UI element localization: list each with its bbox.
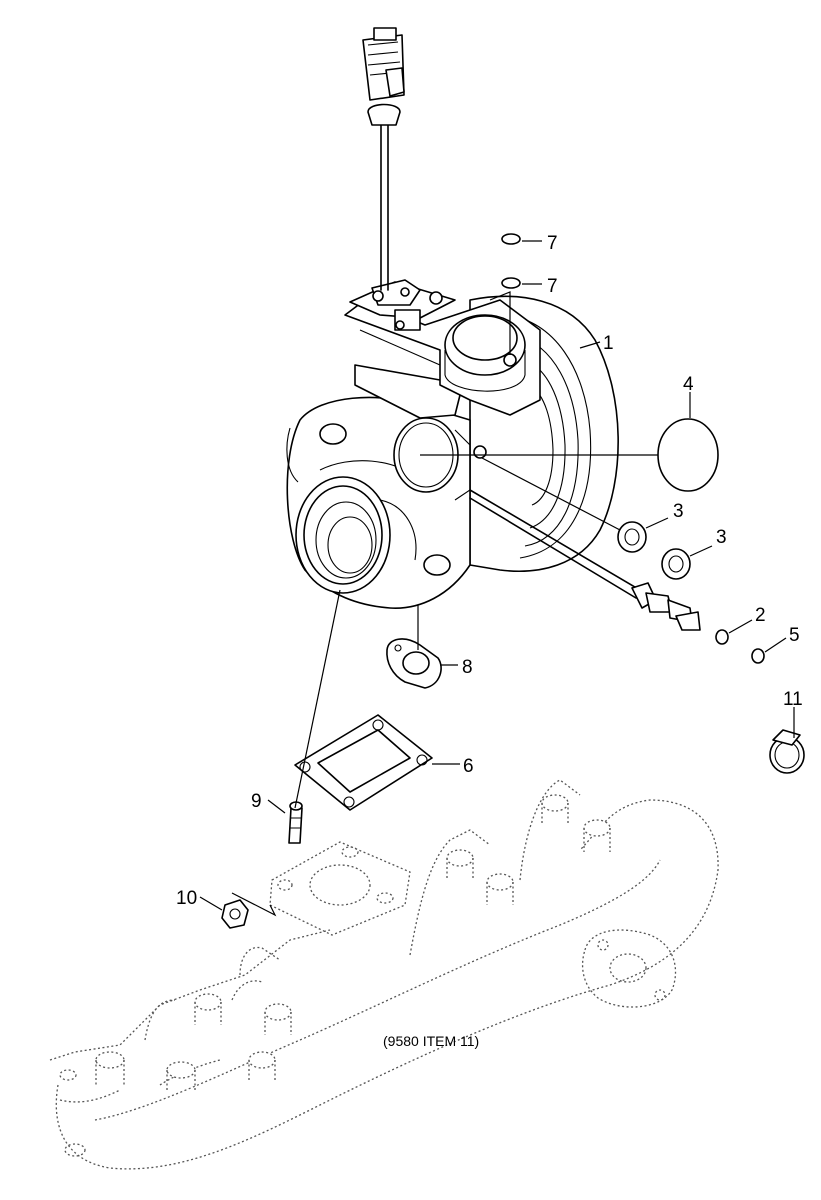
- o-ring-2: [715, 629, 729, 645]
- nut-10: [221, 899, 249, 929]
- o-ring-7-upper: [501, 233, 521, 245]
- callout-2: 2: [755, 605, 766, 626]
- callout-4: 4: [683, 374, 694, 395]
- o-ring-5: [751, 648, 765, 664]
- callout-1: 1: [603, 333, 614, 354]
- gasket-4: [657, 418, 719, 492]
- callout-10: 10: [176, 888, 197, 909]
- hose-clamp-11: [769, 729, 805, 774]
- stud-9: [288, 801, 303, 844]
- callout-7-lower: 7: [547, 276, 558, 297]
- oil-line-assembly: [469, 489, 701, 631]
- manifold-note: (9580 ITEM 11): [383, 1033, 479, 1049]
- callout-9: 9: [251, 791, 262, 812]
- turbocharger-assembly: [286, 279, 619, 609]
- callout-3-right: 3: [716, 527, 727, 548]
- callout-5: 5: [789, 625, 800, 646]
- o-ring-7-lower: [501, 277, 521, 289]
- callout-6: 6: [463, 756, 474, 777]
- washer-3-right: [661, 548, 691, 580]
- gasket-6: [294, 714, 433, 811]
- callout-11: 11: [783, 689, 803, 710]
- callout-3-left: 3: [673, 501, 684, 522]
- leader-lines: [199, 240, 795, 917]
- callout-8: 8: [462, 657, 473, 678]
- callout-7-upper: 7: [547, 233, 558, 254]
- callout-labels: 7 7 1 4 3 3 2 5 11 8 6 9 10 (9580 ITEM 1…: [176, 233, 803, 1049]
- exhaust-manifold-phantom: [49, 779, 719, 1170]
- washer-3-left: [617, 521, 647, 553]
- gasket-8: [386, 638, 442, 689]
- speed-sensor-harness: [362, 27, 405, 291]
